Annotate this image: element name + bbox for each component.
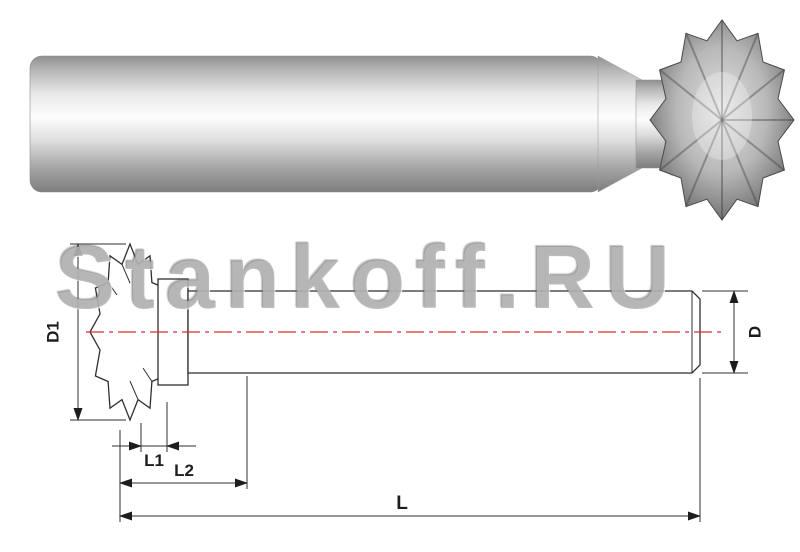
photo-shank (29, 55, 603, 193)
photo-taper (597, 55, 643, 193)
photo-head-flutes (659, 20, 794, 220)
dim-label-l1: L1 (144, 451, 164, 470)
dim-label-l2: L2 (174, 461, 194, 480)
cutter-photo (29, 19, 795, 221)
photo-cutter-head (649, 19, 795, 221)
dim-label-l: L (396, 493, 408, 514)
dimension-d (702, 290, 748, 374)
dimension-l (119, 378, 701, 522)
dimension-l1 (112, 402, 196, 452)
dim-label-d: D (745, 326, 764, 338)
dim-label-d1: D1 (43, 321, 62, 343)
photo-head-highlight (692, 72, 752, 160)
dimension-l2 (119, 376, 248, 522)
technical-drawing: D1 D L1 L2 (43, 242, 764, 522)
drawing-tooth-details (107, 264, 153, 400)
dimension-d1 (70, 243, 126, 421)
